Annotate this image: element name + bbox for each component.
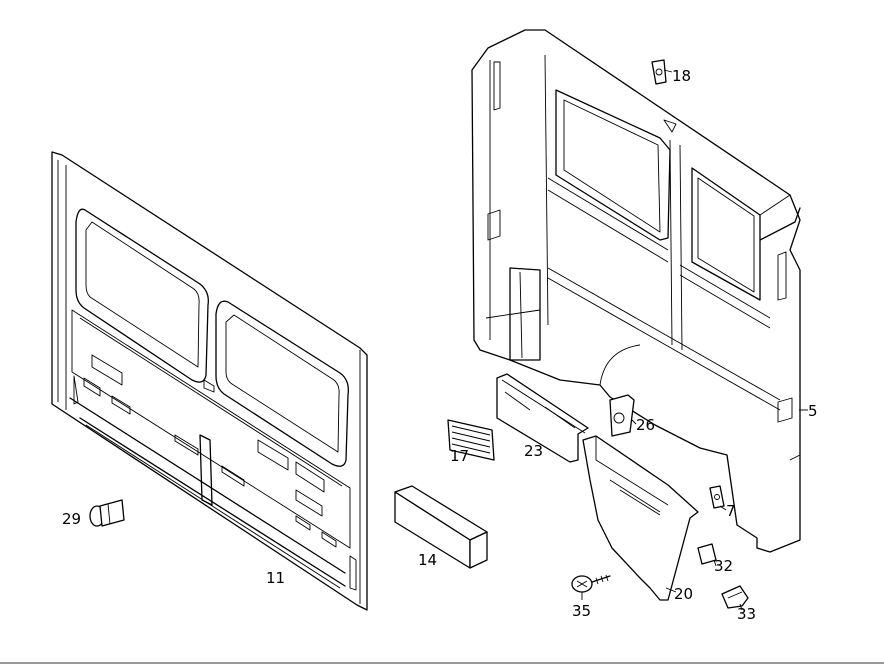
part-23-trim-strip bbox=[496, 373, 589, 463]
part-33-nut bbox=[721, 585, 749, 609]
leader-lines bbox=[581, 69, 808, 611]
callout-7: 7 bbox=[726, 502, 736, 520]
part-29-rivet bbox=[89, 499, 125, 527]
part-7-clip bbox=[709, 485, 725, 509]
callout-5: 5 bbox=[808, 402, 818, 420]
callout-18: 18 bbox=[672, 67, 691, 85]
callout-32: 32 bbox=[714, 557, 733, 575]
part-11-rear-panel bbox=[51, 151, 368, 611]
part-14-duct bbox=[394, 485, 488, 569]
callout-17: 17 bbox=[450, 447, 469, 465]
part-32-nut bbox=[697, 543, 717, 565]
bottom-divider bbox=[0, 662, 884, 664]
part-26-bracket bbox=[609, 394, 635, 437]
callout-35: 35 bbox=[572, 602, 591, 620]
callout-33: 33 bbox=[737, 605, 756, 623]
part-18-clip bbox=[651, 59, 667, 85]
part-35-screw bbox=[571, 574, 611, 593]
callout-20: 20 bbox=[674, 585, 693, 603]
callout-29: 29 bbox=[62, 510, 81, 528]
callout-26: 26 bbox=[636, 416, 655, 434]
part-17-grille bbox=[447, 419, 495, 461]
callout-23: 23 bbox=[524, 442, 543, 460]
part-5-side-panel bbox=[471, 29, 801, 553]
callout-14: 14 bbox=[418, 551, 437, 569]
callout-11: 11 bbox=[266, 569, 285, 587]
part-20-cover bbox=[582, 435, 699, 601]
